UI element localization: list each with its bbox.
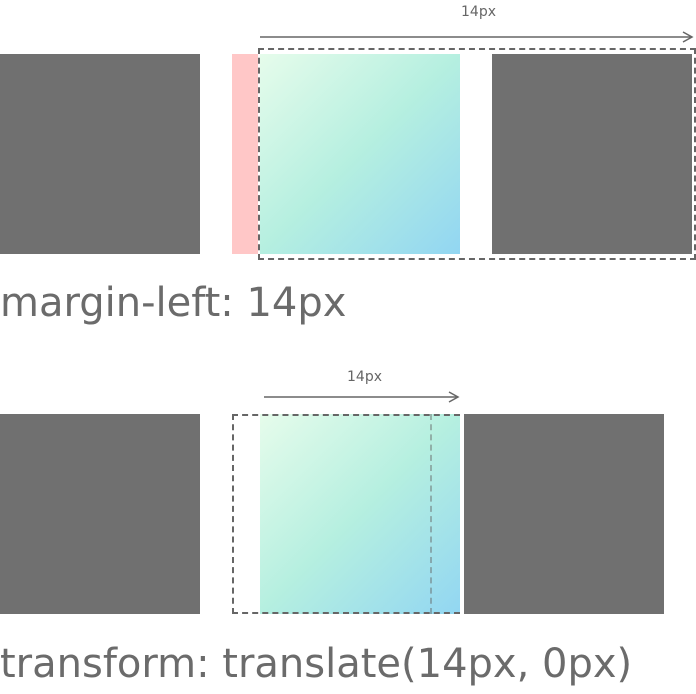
offset-arrow [264, 391, 460, 403]
original-position-outline [232, 414, 460, 614]
offset-arrow [260, 31, 694, 43]
right-box [492, 54, 692, 254]
translated-box [260, 414, 460, 614]
original-edge-line [430, 414, 432, 614]
left-box [0, 54, 200, 254]
right-box [464, 414, 664, 614]
margin-highlight [232, 54, 258, 254]
offset-label: 14px [461, 4, 496, 20]
moved-box [260, 54, 460, 254]
caption-margin: margin-left: 14px [0, 280, 347, 326]
caption-transform: transform: translate(14px, 0px) [0, 641, 633, 687]
shifted-region-outline [258, 48, 696, 260]
offset-label: 14px [347, 369, 382, 385]
left-box [0, 414, 200, 614]
